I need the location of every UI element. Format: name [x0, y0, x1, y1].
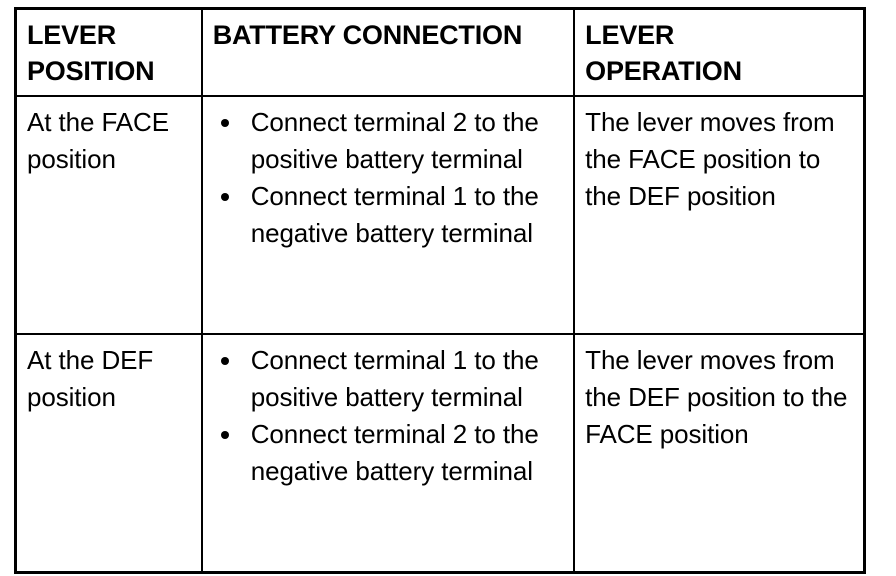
- list-item: Connect terminal 1 to the positive batte…: [213, 342, 565, 416]
- cell-battery-connection-face: Connect terminal 2 to the positive batte…: [200, 95, 576, 335]
- list-item-label: Connect terminal 2 to the negative batte…: [250, 419, 539, 486]
- battery-connection-bullet-list: Connect terminal 1 to the positive batte…: [213, 342, 565, 490]
- bullet-dot-icon: [220, 357, 229, 365]
- table-row: At the DEF position Connect terminal 1 t…: [14, 333, 866, 574]
- header-cell-lever-operation: LEVER OPERATION: [573, 7, 866, 97]
- column-header-lever-position: LEVER POSITION: [27, 20, 155, 86]
- lever-position-value: At the DEF position: [27, 345, 154, 412]
- lever-operation-value: The lever moves from the DEF position to…: [585, 345, 848, 449]
- battery-connection-bullet-list: Connect terminal 2 to the positive batte…: [213, 104, 565, 252]
- list-item-label: Connect terminal 1 to the negative batte…: [250, 181, 539, 248]
- lever-operation-value: The lever moves from the FACE position t…: [585, 107, 835, 211]
- bullet-dot-icon: [220, 119, 229, 127]
- bullet-dot-icon: [220, 431, 229, 439]
- header-cell-lever-position: LEVER POSITION: [14, 7, 203, 97]
- list-item: Connect terminal 2 to the positive batte…: [213, 104, 565, 178]
- lever-battery-specification-table: LEVER POSITION BATTERY CONNECTION LEVER …: [14, 7, 866, 574]
- column-header-battery-connection: BATTERY CONNECTION: [212, 20, 523, 50]
- bullet-dot-icon: [220, 193, 229, 201]
- list-item: Connect terminal 2 to the negative batte…: [213, 416, 565, 490]
- cell-lever-operation-def: The lever moves from the DEF position to…: [573, 333, 866, 574]
- cell-lever-operation-face: The lever moves from the FACE position t…: [573, 95, 866, 335]
- cell-lever-position-def: At the DEF position: [14, 333, 203, 574]
- list-item-label: Connect terminal 2 to the positive batte…: [250, 107, 539, 174]
- lever-position-value: At the FACE position: [27, 107, 169, 174]
- list-item: Connect terminal 1 to the negative batte…: [213, 178, 565, 252]
- table-row: At the FACE position Connect terminal 2 …: [14, 95, 866, 335]
- table-header-row: LEVER POSITION BATTERY CONNECTION LEVER …: [14, 7, 866, 97]
- list-item-label: Connect terminal 1 to the positive batte…: [250, 345, 539, 412]
- header-cell-battery-connection: BATTERY CONNECTION: [200, 7, 576, 97]
- cell-battery-connection-def: Connect terminal 1 to the positive batte…: [200, 333, 576, 574]
- cell-lever-position-face: At the FACE position: [14, 95, 203, 335]
- column-header-lever-operation: LEVER OPERATION: [585, 20, 742, 86]
